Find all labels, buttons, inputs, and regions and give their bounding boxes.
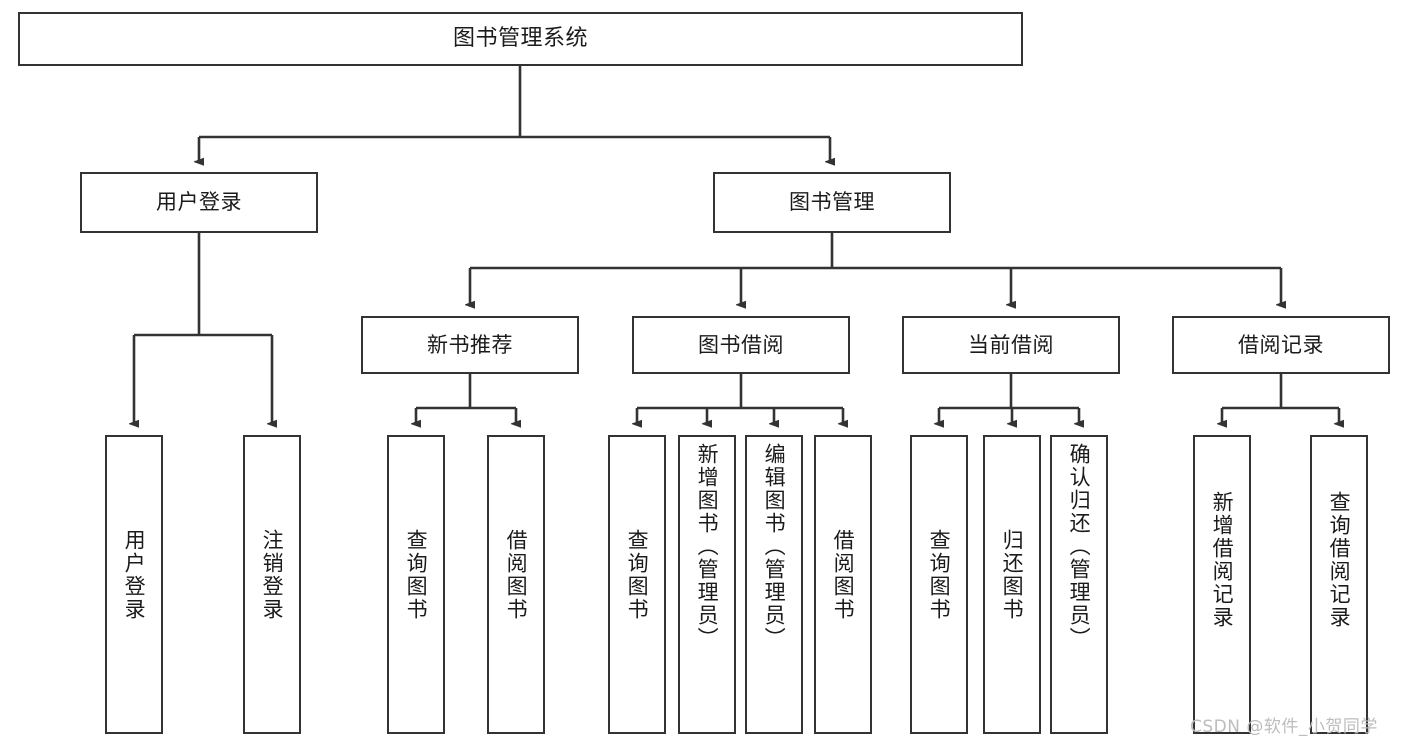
node-leaf-borrow-book-newbook[interactable]: 借阅图书 <box>487 435 545 734</box>
node-leaf-user-login[interactable]: 用户登录 <box>105 435 163 734</box>
node-borrow-records[interactable]: 借阅记录 <box>1172 316 1390 374</box>
node-user-login[interactable]: 用户登录 <box>80 172 318 233</box>
node-label: 借阅图书 <box>831 529 856 621</box>
node-label: 查询图书 <box>625 529 650 621</box>
node-label: 图书管理 <box>789 190 875 215</box>
node-leaf-return-book[interactable]: 归还图书 <box>983 435 1041 734</box>
node-label: 图书管理系统 <box>452 26 588 52</box>
node-label: 注销登录 <box>260 529 285 621</box>
node-root-book-management-system[interactable]: 图书管理系统 <box>18 12 1023 66</box>
node-label: 编辑图书（管理员） <box>762 443 787 650</box>
csdn-watermark: CSDN @软件_小贺同学 <box>1190 717 1378 737</box>
node-label: 新书推荐 <box>427 332 513 357</box>
node-book-borrowing[interactable]: 图书借阅 <box>632 316 850 374</box>
node-leaf-borrow-book[interactable]: 借阅图书 <box>814 435 872 734</box>
node-leaf-confirm-return-admin[interactable]: 确认归还（管理员） <box>1050 435 1108 734</box>
node-leaf-query-book-current[interactable]: 查询图书 <box>910 435 968 734</box>
node-label: 查询借阅记录 <box>1327 491 1352 629</box>
node-leaf-logout-login[interactable]: 注销登录 <box>243 435 301 734</box>
node-label: 用户登录 <box>122 529 147 621</box>
node-label: 借阅记录 <box>1238 332 1324 357</box>
node-label: 新增图书（管理员） <box>695 443 720 650</box>
node-leaf-query-book-borrow[interactable]: 查询图书 <box>608 435 666 734</box>
node-label: 用户登录 <box>156 190 242 215</box>
node-label: 查询图书 <box>927 529 952 621</box>
node-book-management[interactable]: 图书管理 <box>713 172 951 233</box>
node-label: 确认归还（管理员） <box>1067 443 1092 650</box>
node-leaf-add-borrow-record[interactable]: 新增借阅记录 <box>1193 435 1251 734</box>
node-label: 新增借阅记录 <box>1210 491 1235 629</box>
node-leaf-add-book-admin[interactable]: 新增图书（管理员） <box>678 435 736 734</box>
node-label: 归还图书 <box>1000 529 1025 621</box>
node-label: 当前借阅 <box>968 332 1054 357</box>
node-label: 图书借阅 <box>698 332 784 357</box>
node-new-book-recommendation[interactable]: 新书推荐 <box>361 316 579 374</box>
node-label: 查询图书 <box>404 529 429 621</box>
node-leaf-query-book-newbook[interactable]: 查询图书 <box>387 435 445 734</box>
node-leaf-query-borrow-record[interactable]: 查询借阅记录 <box>1310 435 1368 734</box>
node-label: 借阅图书 <box>504 529 529 621</box>
node-current-borrowing[interactable]: 当前借阅 <box>902 316 1120 374</box>
node-leaf-edit-book-admin[interactable]: 编辑图书（管理员） <box>745 435 803 734</box>
